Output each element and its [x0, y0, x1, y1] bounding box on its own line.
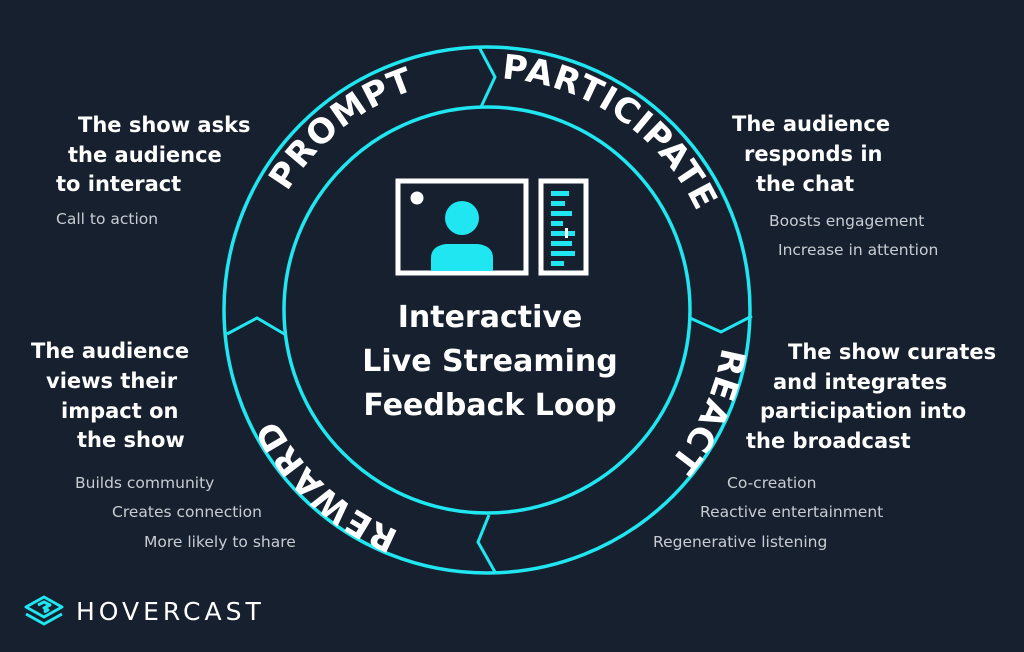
detail-item: Call to action — [56, 210, 159, 228]
headline-line: The audience — [31, 339, 190, 363]
camera-dot — [410, 191, 424, 205]
detail-item: Builds community — [75, 474, 215, 492]
outer-ring — [222, 45, 752, 575]
diagram-title: Interactive Live Streaming Feedback Loop — [320, 296, 660, 428]
detail-item: Creates connection — [112, 503, 262, 521]
headline-line: The audience — [732, 112, 891, 136]
chat-panel — [538, 178, 589, 276]
divider-chevron-right — [689, 314, 753, 334]
headline-line: the chat — [756, 172, 855, 196]
headline-line: to interact — [56, 172, 182, 196]
title-line: Feedback Loop — [363, 388, 617, 423]
detail-item: Co-creation — [727, 474, 817, 492]
live-stream-video-with-chat-icon — [395, 178, 589, 276]
title-line: Interactive — [397, 300, 583, 335]
detail-item: Boosts engagement — [769, 212, 925, 230]
headline-line: participation into — [760, 399, 967, 423]
headline-line: The show asks — [78, 113, 251, 137]
detail-item: Reactive entertainment — [700, 503, 884, 521]
brand-logo: HOVERCAST — [22, 593, 265, 629]
divider-chevron-left — [226, 316, 287, 337]
chat-lines — [551, 191, 575, 266]
person-head — [445, 201, 479, 235]
headline-line: impact on — [61, 399, 179, 423]
headline-line: and integrates — [773, 370, 948, 394]
divider-chevron-bottom — [476, 514, 497, 573]
headline-line: the show — [77, 428, 185, 452]
headline-line: the broadcast — [746, 429, 911, 453]
title-line: Live Streaming — [362, 344, 618, 379]
detail-item: Increase in attention — [778, 241, 939, 259]
headline-line: views their — [46, 369, 178, 393]
headline-line: The show curates — [788, 340, 997, 364]
hovercast-logo-icon — [24, 595, 64, 626]
headline-line: the audience — [68, 143, 222, 167]
stage-label-react: REACT — [662, 345, 752, 482]
video-frame — [395, 178, 529, 276]
detail-item: Regenerative listening — [653, 533, 828, 551]
stage-label-participate: PARTICIPATE — [501, 47, 726, 216]
headline-line: responds in — [744, 142, 883, 166]
brand-name: HOVERCAST — [76, 596, 265, 626]
inner-ring — [282, 105, 692, 515]
divider-chevron-top — [477, 46, 497, 108]
detail-item: More likely to share — [144, 533, 296, 551]
text-cursor — [565, 228, 568, 238]
person-body — [431, 244, 493, 271]
